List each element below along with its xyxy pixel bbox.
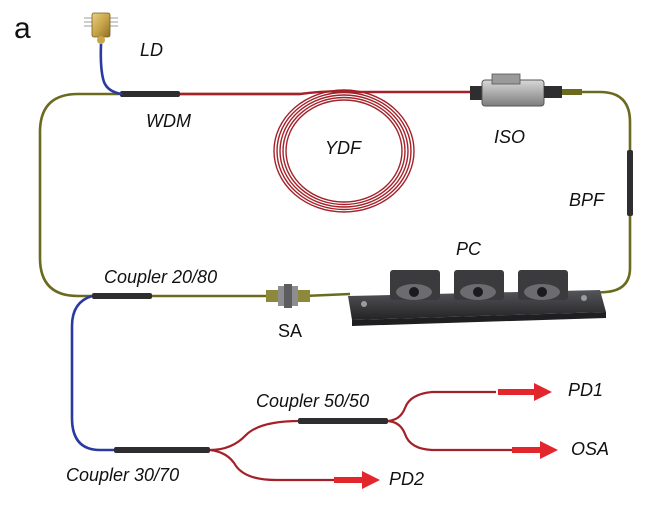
label-osa: OSA — [571, 439, 610, 459]
ld-component — [84, 12, 118, 44]
ring-fiber-bottom — [148, 292, 351, 298]
label-coupler-30-70: Coupler 30/70 — [66, 465, 180, 485]
panel-letter: a — [14, 12, 31, 45]
output-fiber-blue — [70, 294, 116, 452]
label-coupler-50-50: Coupler 50/50 — [256, 391, 370, 411]
label-iso: ISO — [494, 127, 526, 147]
label-pd2: PD2 — [389, 469, 425, 489]
label-coupler-20-80: Coupler 20/80 — [104, 267, 218, 287]
label-pc: PC — [456, 239, 482, 259]
iso-component — [470, 73, 582, 107]
ring-fiber-top-left — [38, 92, 300, 298]
ydf-lead-fiber — [180, 90, 470, 96]
coupler-30-70-component — [114, 447, 210, 453]
output-fibers-red — [209, 390, 514, 482]
coupler-50-50-component — [298, 418, 388, 424]
arrow-pd1 — [498, 383, 552, 401]
arrow-osa — [512, 441, 558, 459]
pc-component — [348, 270, 606, 326]
ring-fiber-right-lower — [591, 216, 632, 295]
label-ld: LD — [140, 40, 164, 60]
arrow-pd2 — [334, 471, 380, 489]
wdm-component — [120, 91, 180, 97]
sa-component — [266, 284, 310, 308]
label-pd1: PD1 — [568, 380, 604, 400]
bpf-component — [627, 150, 633, 216]
label-ydf: YDF — [325, 138, 361, 158]
label-wdm: WDM — [146, 111, 191, 131]
label-bpf: BPF — [569, 190, 605, 210]
ring-fiber-top-right — [580, 90, 632, 150]
coupler-20-80-component — [92, 293, 152, 299]
label-sa: SA — [278, 321, 303, 341]
pump-fiber — [99, 43, 123, 96]
